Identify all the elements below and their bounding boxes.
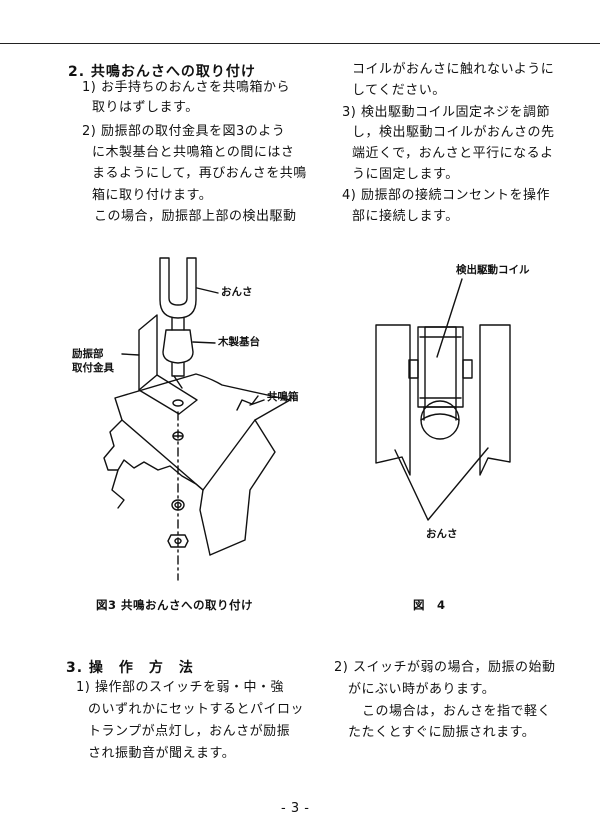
section2-right-line: 3) 検出駆動コイル固定ネジを調節 [342, 105, 550, 120]
section2-left-line: この場合，励振部上部の検出駆動 [94, 209, 297, 224]
page-number: - 3 - [281, 801, 310, 816]
fig3-label-fork: おんさ [221, 286, 253, 298]
section2-left-line: に木製基台と共鳴箱との間にはさ [92, 145, 295, 160]
section3-right-line: この場合は，おんさを指で軽く [362, 704, 552, 719]
section2-right-line: 4) 励振部の接続コンセントを操作 [342, 188, 550, 203]
section2-left-line: 取りはずします。 [92, 100, 199, 115]
section3-left-line: のいずれかにセットするとパイロッ [88, 702, 305, 717]
top-rule [0, 43, 600, 44]
section2-right-line: 部に接続します。 [352, 209, 459, 224]
section3-left-line: 1) 操作部のスイッチを弱・中・強 [76, 680, 284, 695]
figure4-caption: 図 4 [413, 598, 446, 612]
fig4-label-coil: 検出駆動コイル [456, 264, 530, 276]
fig3-label-bracket: 励振部 [72, 348, 104, 360]
fig3-label-bracket: 取付金具 [72, 362, 114, 374]
fig4-label-fork: おんさ [426, 528, 458, 540]
section2-right-line: コイルがおんさに触れないように [352, 62, 555, 77]
section2-left-line: 箱に取り付けます。 [92, 188, 213, 203]
section3-right-line: 2) スイッチが弱の場合，励振の始動 [334, 660, 556, 675]
section2-left-line: 2) 励振部の取付金具を図3のよう [82, 124, 286, 139]
section3-right-line: がにぶい時があります。 [348, 682, 496, 697]
section3-left-line: トランプが点灯し，おんさが励振 [88, 724, 291, 739]
section2-right-line: し，検出駆動コイルがおんさの先 [352, 125, 555, 140]
fig3-label-base: 木製基台 [218, 336, 260, 348]
section2-left-line: まるようにして，再びおんさを共鳴 [92, 166, 307, 181]
section2-right-line: 端近くで，おんさと平行になるよ [352, 146, 554, 161]
section2-right-line: してください。 [352, 83, 446, 98]
section3-heading: 3. 操 作 方 法 [66, 660, 194, 676]
section3-right-line: たたくとすぐに励振されます。 [348, 725, 536, 740]
section2-heading: 2. 共鳴おんさへの取り付け [68, 64, 256, 80]
section2-left-line: 1) お手持ちのおんさを共鳴箱から [82, 80, 290, 95]
figure3-caption: 図3 共鳴おんさへの取り付け [96, 598, 254, 612]
section2-right-line: うに固定します。 [352, 167, 459, 182]
section3-left-line: され振動音が聞えます。 [88, 746, 236, 761]
fig3-label-box: 共鳴箱 [267, 391, 299, 403]
